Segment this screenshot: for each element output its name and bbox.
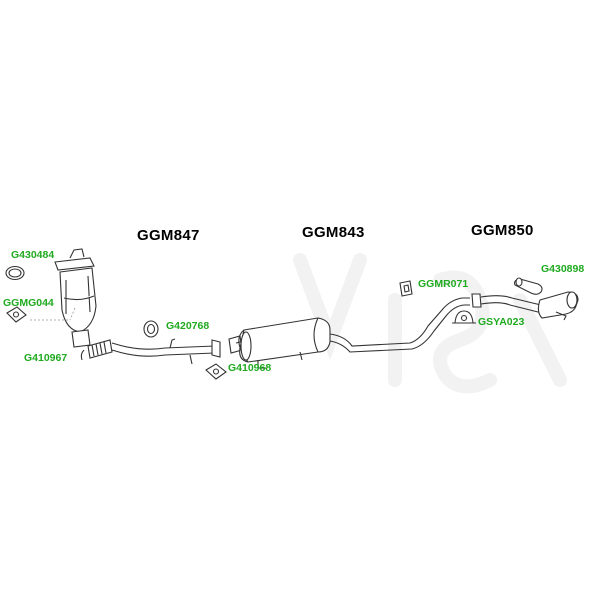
section-title-front: GGM847 [137, 227, 200, 244]
part-label-rubber-hanger[interactable]: GGMR071 [418, 278, 469, 290]
front-pipe-part[interactable] [80, 338, 221, 365]
flange-gasket-mid-part[interactable] [205, 363, 227, 380]
section-title-middle: GGM843 [302, 224, 365, 241]
rear-clamp-part[interactable] [452, 310, 476, 324]
part-label-flange-gasket-mid[interactable]: G410968 [228, 362, 272, 374]
part-label-tail-clamp[interactable]: G430898 [541, 263, 585, 275]
rubber-hanger-part[interactable] [399, 280, 413, 297]
tail-clamp-part[interactable] [514, 277, 543, 295]
part-label-flange-gasket-front[interactable]: G410967 [24, 352, 68, 364]
middle-muffler-part[interactable] [228, 297, 470, 369]
ring-gasket-part[interactable] [5, 265, 25, 281]
part-label-catalytic-converter[interactable]: GGMG044 [3, 297, 54, 309]
section-title-rear: GGM850 [471, 222, 534, 239]
part-label-ring-gasket[interactable]: G430484 [11, 249, 55, 261]
catalytic-converter-part[interactable] [54, 248, 97, 348]
part-label-rear-clamp[interactable]: GSYA023 [478, 316, 525, 328]
rubber-mount-part[interactable] [143, 320, 159, 338]
rear-muffler-part[interactable] [471, 291, 579, 321]
flange-gasket-front-part[interactable] [6, 306, 27, 323]
leader-lines [30, 307, 76, 321]
part-label-rubber-mount[interactable]: G420768 [166, 320, 210, 332]
